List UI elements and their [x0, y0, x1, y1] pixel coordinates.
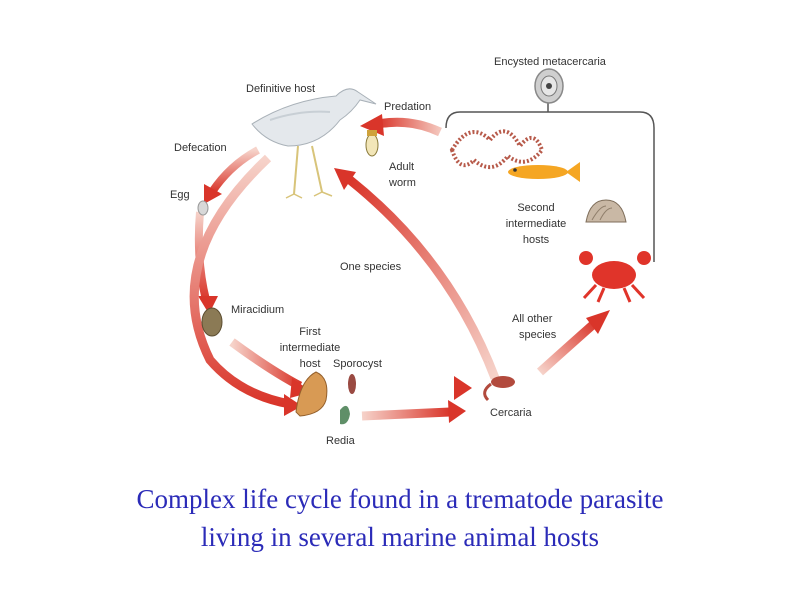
figure-caption: Complex life cycle found in a trematode … — [0, 480, 800, 556]
arrow-sporocyst-to-cercaria — [362, 376, 472, 400]
label-first-intermediate-line3: host — [300, 358, 321, 370]
arrow-all-other-species — [536, 310, 610, 376]
second-host-bracket — [445, 102, 655, 262]
bird-icon — [251, 88, 377, 199]
label-second-intermediate-line2: intermediate — [506, 218, 567, 230]
snail-icon — [295, 371, 328, 417]
label-egg: Egg — [170, 189, 190, 201]
arrow-one-species — [334, 168, 500, 380]
caption-line-2: living in several marine animal hosts — [200, 522, 600, 552]
label-second-intermediate-line3: hosts — [523, 234, 550, 246]
label-miracidium: Miracidium — [231, 304, 284, 316]
label-encysted-metacercaria: Encysted metacercaria — [494, 56, 607, 68]
cercaria-icon — [483, 376, 515, 402]
caption-line-1: Complex life cycle found in a trematode … — [136, 484, 664, 514]
label-definitive-host: Definitive host — [246, 83, 315, 95]
clam-icon — [585, 199, 627, 223]
label-adult-worm-line2: worm — [388, 177, 416, 189]
miracidium-icon — [201, 307, 223, 337]
fish-icon — [508, 162, 580, 182]
label-first-intermediate-line1: First — [299, 326, 320, 338]
arrow-defecation-to-egg — [204, 146, 260, 204]
label-predation: Predation — [384, 101, 431, 113]
adult-worm-icon — [365, 130, 379, 157]
label-sporocyst: Sporocyst — [333, 358, 382, 370]
life-cycle-diagram: Encysted metacercaria Definitive host Pr… — [170, 56, 655, 447]
arrow-redia-to-cercaria — [361, 400, 466, 423]
arrow-predation — [360, 114, 442, 137]
redia-icon — [340, 405, 350, 425]
label-defecation: Defecation — [174, 142, 227, 154]
diagram-labels: Encysted metacercaria Definitive host Pr… — [170, 56, 607, 447]
arrow-outer-curve — [189, 154, 302, 416]
label-first-intermediate-line2: intermediate — [280, 342, 341, 354]
label-redia: Redia — [326, 435, 356, 447]
label-all-other-species-line2: species — [519, 329, 557, 341]
label-one-species: One species — [340, 261, 402, 273]
label-all-other-species-line1: All other — [512, 313, 553, 325]
sporocyst-icon — [348, 374, 356, 394]
label-adult-worm-line1: Adult — [389, 161, 414, 173]
label-second-intermediate-line1: Second — [517, 202, 554, 214]
label-cercaria: Cercaria — [490, 407, 532, 419]
egg-icon — [197, 200, 209, 216]
crab-icon — [579, 251, 651, 303]
encysted-metacercaria-icon — [534, 68, 564, 104]
metacercaria-cluster-icon — [449, 129, 545, 169]
